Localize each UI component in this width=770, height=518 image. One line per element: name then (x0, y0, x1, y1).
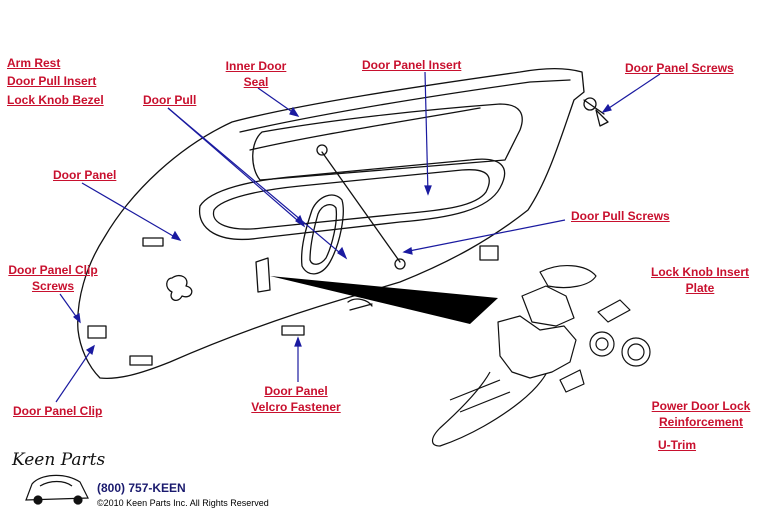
door-pull-shape (300, 194, 344, 275)
label-door-pull-insert[interactable]: Door Pull Insert (7, 74, 97, 88)
phone-number: (800) 757-KEEN (97, 481, 186, 495)
label-lock-knob-insert-plate-line2[interactable]: Plate (685, 281, 715, 295)
logo-car (25, 474, 89, 505)
label-lock-knob-bezel[interactable]: Lock Knob Bezel (7, 93, 104, 107)
label-door-panel-insert[interactable]: Door Panel Insert (362, 58, 462, 72)
leader-lines (55, 71, 661, 403)
label-door-pull[interactable]: Door Pull (143, 93, 197, 107)
label-lock-knob-insert-plate-line1[interactable]: Lock Knob Insert (650, 265, 750, 279)
label-door-panel-clip-screws-line2[interactable]: Screws (31, 279, 75, 293)
door-lock-rod (270, 276, 498, 324)
copyright-text: ©2010 Keen Parts Inc. All Rights Reserve… (97, 498, 269, 508)
label-door-panel[interactable]: Door Panel (53, 168, 117, 182)
inner-seal-line (239, 79, 571, 133)
keen-parts-logo: Keen Parts (12, 450, 106, 470)
label-door-panel-clip[interactable]: Door Panel Clip (13, 404, 103, 418)
label-door-panel-clip-screws-line1[interactable]: Door Panel Clip (8, 263, 98, 277)
label-arm-rest[interactable]: Arm Rest (7, 56, 61, 70)
label-door-panel-velcro-line2[interactable]: Velcro Fastener (251, 400, 341, 414)
label-u-trim[interactable]: U-Trim (658, 438, 697, 452)
label-inner-door-seal-line1[interactable]: Inner Door (225, 59, 287, 73)
arm-rest-outline (198, 158, 506, 240)
label-inner-door-seal-line2[interactable]: Seal (243, 75, 269, 89)
door-panel-insert-shape (252, 103, 523, 181)
door-panel-outline (77, 67, 585, 380)
lock-mechanism (431, 265, 651, 447)
label-power-door-lock-line2[interactable]: Reinforcement (658, 415, 744, 429)
label-door-pull-screws[interactable]: Door Pull Screws (571, 209, 670, 223)
label-door-panel-velcro-line1[interactable]: Door Panel (264, 384, 328, 398)
label-power-door-lock-line1[interactable]: Power Door Lock (651, 399, 751, 413)
label-door-panel-screws[interactable]: Door Panel Screws (625, 61, 734, 75)
